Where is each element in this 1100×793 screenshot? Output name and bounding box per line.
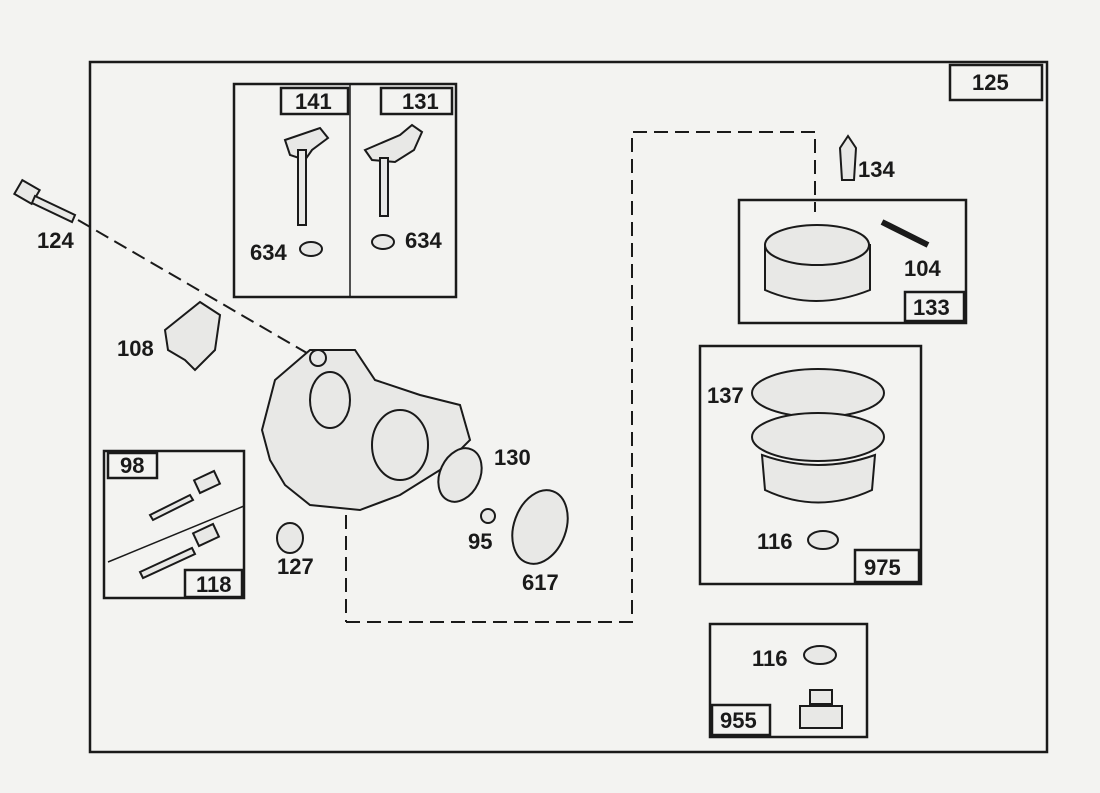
small-screw-part xyxy=(480,508,496,524)
assembly-frame xyxy=(88,60,1049,754)
part-label-141: 141 xyxy=(295,89,332,114)
part-label-127: 127 xyxy=(277,554,314,579)
bowl-screw-box xyxy=(708,622,869,739)
part-label-104: 104 xyxy=(904,256,941,281)
label-box-98 xyxy=(106,451,159,480)
float-part xyxy=(764,224,871,302)
label-box-141 xyxy=(279,86,350,116)
part-label-130: 130 xyxy=(494,445,531,470)
part-label-975: 975 xyxy=(864,555,901,580)
part-label-118: 118 xyxy=(196,572,232,597)
part-label-108: 108 xyxy=(117,336,154,361)
float-bowl-part xyxy=(751,368,885,550)
plug-part xyxy=(276,522,304,554)
screw-parts xyxy=(138,469,222,580)
float-bowl-box xyxy=(698,344,923,586)
part-label-95: 95 xyxy=(468,529,492,554)
part-label-634-left: 634 xyxy=(250,240,287,265)
diaphragm-part xyxy=(437,447,483,503)
choke-shaft-part xyxy=(363,123,424,250)
part-label-124: 124 xyxy=(37,228,74,253)
part-label-116-screw: 116 xyxy=(752,646,788,671)
float-pin-part xyxy=(880,219,930,248)
gasket-part xyxy=(163,300,222,372)
adjust-screw-box xyxy=(102,449,246,600)
part-label-134: 134 xyxy=(858,157,895,182)
throttle-shaft-part xyxy=(283,126,330,257)
part-label-137: 137 xyxy=(707,383,744,408)
part-label-116-bowl: 116 xyxy=(757,529,793,554)
part-label-955: 955 xyxy=(720,708,757,733)
bowl-leader-path xyxy=(346,131,816,623)
label-box-133 xyxy=(903,290,966,323)
box-diagonal xyxy=(107,505,245,563)
part-label-125: 125 xyxy=(972,70,1009,95)
part-label-133: 133 xyxy=(913,295,950,320)
bolt-leader-line xyxy=(77,219,313,357)
label-box-125 xyxy=(948,63,1044,102)
part-label-131: 131 xyxy=(402,89,439,114)
bowl-screw-part xyxy=(799,689,843,729)
label-box-131 xyxy=(379,86,454,116)
carburetor-body-part xyxy=(260,349,472,512)
throttle-shaft-box xyxy=(232,82,458,299)
o-ring-part xyxy=(511,489,569,565)
washer-part xyxy=(803,645,837,665)
label-box-118 xyxy=(183,568,244,599)
part-label-634-right: 634 xyxy=(405,228,442,253)
label-box-955 xyxy=(710,703,772,737)
float-box xyxy=(737,198,968,325)
part-label-98: 98 xyxy=(120,453,144,478)
bolt-part xyxy=(12,178,77,224)
label-box-975 xyxy=(853,548,921,584)
part-label-617: 617 xyxy=(522,570,559,595)
inlet-needle-part xyxy=(838,134,858,181)
